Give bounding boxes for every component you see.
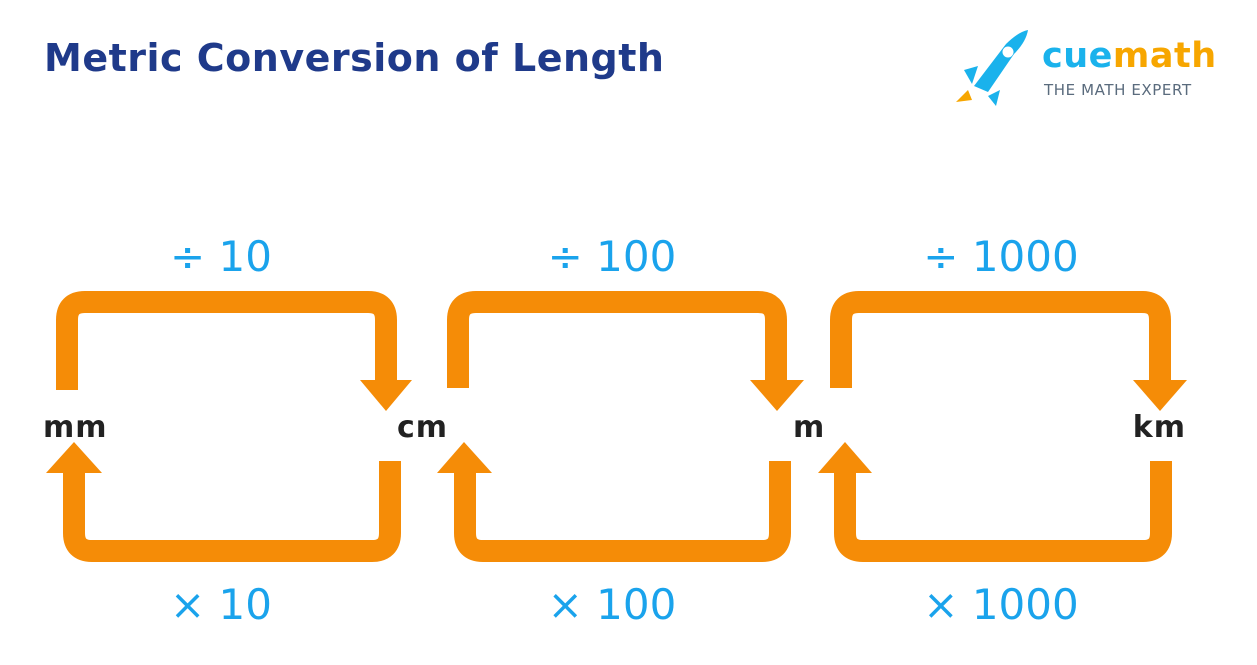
- brand-part-cue: cue: [1042, 36, 1113, 76]
- brand-part-math: math: [1112, 36, 1217, 76]
- multiply-arrowhead-cm-mm: [46, 442, 102, 473]
- divide-label-mm-cm: ÷ 10: [170, 232, 272, 281]
- divide-arrowhead-mm-cm: [360, 380, 412, 411]
- multiply-label-km-m: × 1000: [923, 580, 1078, 629]
- brand-tagline: THE MATH EXPERT: [1044, 81, 1192, 99]
- unit-label-m: m: [793, 410, 825, 445]
- divide-arrow-m-km: [830, 291, 1171, 392]
- factor-labels: ÷ 10 ÷ 100 ÷ 1000 × 10 × 100 × 1000: [170, 232, 1079, 629]
- multiply-arrow-cm-mm: [63, 461, 401, 562]
- divide-label-cm-m: ÷ 100: [548, 232, 677, 281]
- divide-arrow-mm-cm: [56, 291, 397, 392]
- multiply-arrow-m-cm: [454, 461, 791, 562]
- conversion-arrows: [46, 291, 1187, 562]
- unit-labels: mm cm m km: [43, 410, 1186, 445]
- divide-arrowhead-m-km: [1133, 380, 1187, 411]
- unit-label-mm: mm: [43, 410, 108, 445]
- divide-label-m-km: ÷ 1000: [923, 232, 1078, 281]
- rocket-icon: [956, 30, 1028, 106]
- unit-label-cm: cm: [397, 410, 448, 445]
- multiply-label-cm-mm: × 10: [170, 580, 272, 629]
- multiply-arrowhead-km-m: [818, 442, 872, 473]
- divide-arrow-cm-m: [447, 291, 787, 392]
- multiply-arrowhead-m-cm: [437, 442, 492, 473]
- unit-label-km: km: [1133, 410, 1186, 445]
- divide-arrowhead-cm-m: [750, 380, 804, 411]
- multiply-label-m-cm: × 100: [548, 580, 677, 629]
- multiply-arrow-km-m: [834, 461, 1172, 562]
- page-title: Metric Conversion of Length: [44, 36, 665, 80]
- brand-name: cuemath: [1042, 36, 1217, 76]
- cuemath-logo: cuemath THE MATH EXPERT: [948, 26, 1228, 110]
